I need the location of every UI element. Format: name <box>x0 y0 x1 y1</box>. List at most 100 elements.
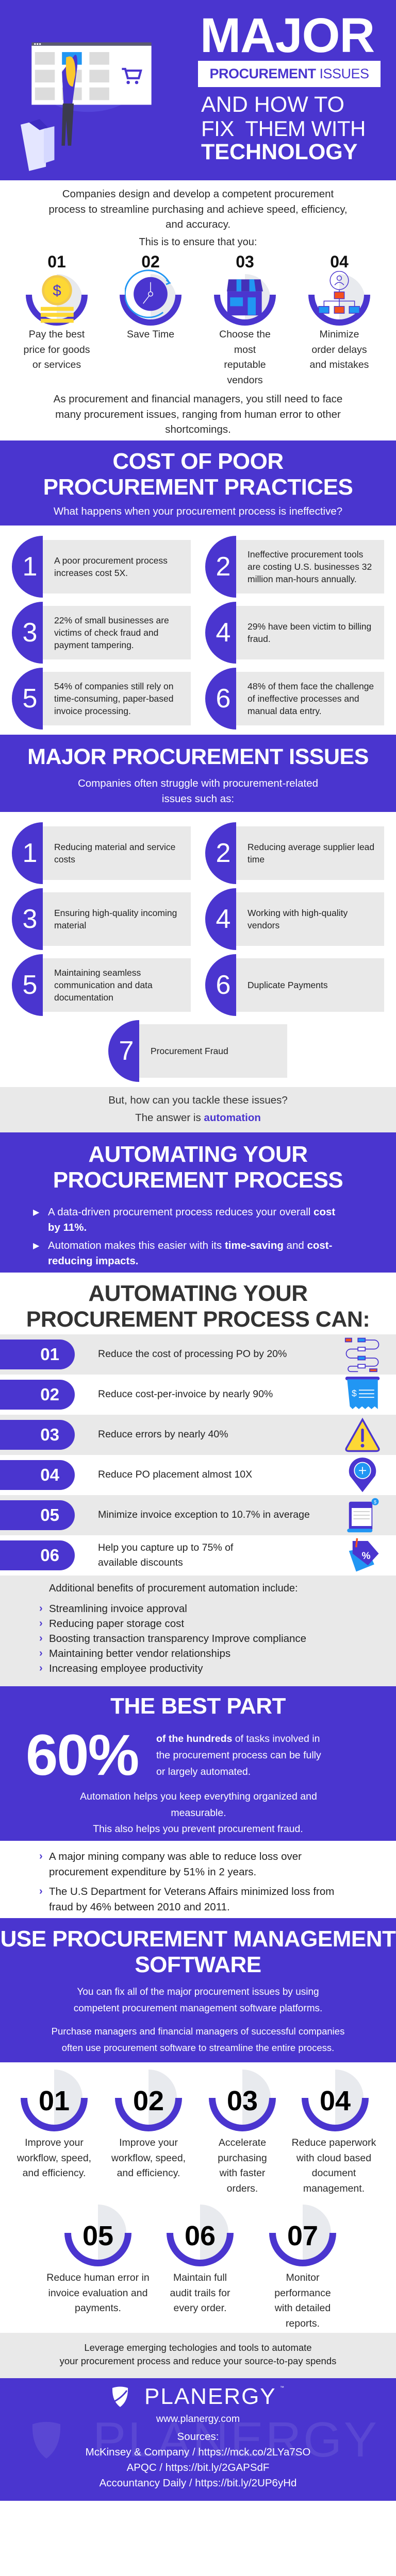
receipt-icon: $ <box>345 1377 380 1409</box>
issues-subtitle: Companies often struggle with procuremen… <box>77 777 319 805</box>
cta-band: Leverage emerging techologies and tools … <box>0 2333 396 2378</box>
tackle-answer-highlight: automation <box>204 1112 261 1124</box>
stat-bold: of the hundreds <box>156 1733 233 1744</box>
footer: PLANERGY PLANERGY ™ www.planergy.com Sou… <box>0 2378 396 2501</box>
hero-title-major: MAJOR <box>200 8 375 63</box>
software-label: Reduce paperwork with cloud based docume… <box>291 2137 376 2194</box>
watermark-shield-icon <box>32 2421 61 2459</box>
bullet-text: A data-driven procurement process reduce… <box>48 1206 314 1218</box>
card-text: 29% have been victim to billing fraud. <box>236 606 384 659</box>
best-part-stat: 60% <box>26 1723 139 1787</box>
software-label: Maintain full audit trails for every ord… <box>170 2272 230 2314</box>
software-label: Improve your workflow, speed, and effici… <box>16 2137 92 2179</box>
card-number: 6 <box>205 954 236 1016</box>
ensure-label: This is to ensure that you: <box>139 236 257 248</box>
svg-text:$: $ <box>352 1388 357 1399</box>
hero-line-2: AND HOW TO <box>201 92 344 117</box>
benefit-label: Minimize order delays and mistakes <box>309 329 369 370</box>
software-label: Monitor performance with detailed report… <box>274 2272 331 2329</box>
hero-title-box: PROCUREMENT ISSUES <box>198 61 381 87</box>
source-link[interactable]: Accountancy Daily / https://bit.ly/2UP6y… <box>99 2477 297 2489</box>
chevron-right-icon: › <box>39 1648 43 1659</box>
card-text: Ineffective procurement tools are costin… <box>236 540 384 594</box>
benefits-panel: Additional benefits of procurement autom… <box>0 1575 396 1686</box>
chevron-right-icon: › <box>39 1633 43 1644</box>
software-title-line-2: SOFTWARE <box>135 1952 261 1977</box>
bullet-text: and <box>283 1240 307 1251</box>
best-part-line-1: Automation helps you keep everything org… <box>80 1791 317 1819</box>
coin-icon: $ <box>40 275 74 323</box>
hero-banner: MAJOR PROCUREMENT ISSUES AND HOW TO FIX … <box>0 0 396 180</box>
cost-banner: COST OF POOR PROCUREMENT PRACTICES What … <box>0 440 396 526</box>
software-number: 04 <box>319 2086 351 2116</box>
can-title-line-2: PROCUREMENT PROCESS CAN: <box>26 1307 370 1332</box>
cost-subtitle: What happens when your procurement proce… <box>53 505 343 517</box>
footer-watermark: PLANERGY <box>0 2378 396 2501</box>
location-pin-icon <box>349 1458 376 1493</box>
tackle-band: But, how can you tackle these issues? Th… <box>0 1087 396 1132</box>
card-text: A poor procurement process increases cos… <box>43 540 191 594</box>
trademark: ™ <box>280 2385 284 2390</box>
cost-title-line-2: PROCUREMENT PRACTICES <box>43 474 353 500</box>
can-row: 05 Minimize invoice exception to 10.7% i… <box>0 1495 396 1535</box>
card-number: 4 <box>205 888 236 950</box>
software-number: 02 <box>133 2086 164 2116</box>
best-part-line-2: This also helps you prevent procurement … <box>93 1823 303 1835</box>
example-item: A major mining company was able to reduc… <box>49 1851 302 1878</box>
bullet-bold: time-saving <box>224 1240 284 1251</box>
issues-title: MAJOR PROCUREMENT ISSUES <box>27 744 369 769</box>
intro-paragraph: Companies design and develop a competent… <box>48 188 348 230</box>
can-row: 04 Reduce PO placement almost 10X <box>0 1455 396 1495</box>
bullet-text: Automation makes this easier with its <box>48 1240 225 1251</box>
row-text: Minimize invoice exception to 10.7% in a… <box>98 1509 310 1520</box>
software-banner: USE PROCUREMENT MANAGEMENT SOFTWARE You … <box>0 1918 396 2062</box>
triangle-bullet-icon: ▶ <box>33 1208 40 1217</box>
followup-section: As procurement and financial managers, y… <box>0 389 396 440</box>
row-text: Help you capture up to 75% of available … <box>98 1542 234 1568</box>
card-number: 7 <box>108 1020 139 1082</box>
source-link[interactable]: APQC / https://bit.ly/2GAPSdF <box>126 2462 270 2473</box>
issues-banner: MAJOR PROCUREMENT ISSUES Companies often… <box>0 735 396 812</box>
source-link[interactable]: McKinsey & Company / https://mck.co/2LYa… <box>85 2446 311 2458</box>
benefit-number: 03 <box>236 252 254 271</box>
row-number: 06 <box>0 1540 75 1570</box>
can-heading: AUTOMATING YOUR PROCUREMENT PROCESS CAN: <box>0 1273 396 1334</box>
best-part-title: THE BEST PART <box>110 1693 286 1719</box>
bullet-bold: cost-reducing impacts. <box>48 1240 333 1267</box>
software-title-line-1: USE PROCUREMENT MANAGEMENT <box>0 1926 396 1952</box>
card-text: Reducing material and service costs <box>43 826 191 880</box>
card-number: 4 <box>205 602 236 664</box>
hero-title-box-bold: PROCUREMENT <box>209 66 316 81</box>
card-text: 48% of them face the challenge of ineffe… <box>236 672 384 725</box>
triangle-bullet-icon: ▶ <box>33 1242 40 1250</box>
warning-icon <box>345 1417 380 1452</box>
software-number: 01 <box>38 2086 70 2116</box>
cta-line-1: Leverage emerging techologies and tools … <box>84 2342 312 2353</box>
row-number: 05 <box>0 1500 75 1530</box>
website-link[interactable]: www.planergy.com <box>156 2413 240 2425</box>
card-text: Maintaining seamless communication and d… <box>43 958 191 1012</box>
card-number: 1 <box>12 536 43 598</box>
software-number: 05 <box>82 2221 114 2251</box>
svg-text:%: % <box>361 1551 370 1562</box>
card-text: 22% of small businesses are victims of c… <box>43 606 191 659</box>
invoice-icon: $ <box>347 1498 379 1533</box>
clock-icon <box>125 269 171 318</box>
software-label: Accelerate purchasing with faster orders… <box>218 2137 267 2194</box>
cta-line-2: your procurement process and reduce your… <box>59 2355 337 2366</box>
automating-banner: AUTOMATING YOUR PROCUREMENT PROCESS ▶ A … <box>0 1132 396 1273</box>
discount-tag-icon: % <box>349 1538 379 1572</box>
can-row: 01 Reduce the cost of processing PO by 2… <box>0 1334 396 1375</box>
examples-section: › A major mining company was able to red… <box>0 1841 396 1918</box>
row-number: 02 <box>0 1380 75 1410</box>
svg-text:$: $ <box>374 1499 376 1504</box>
can-row: 03 Reduce errors by nearly 40% <box>0 1415 396 1455</box>
